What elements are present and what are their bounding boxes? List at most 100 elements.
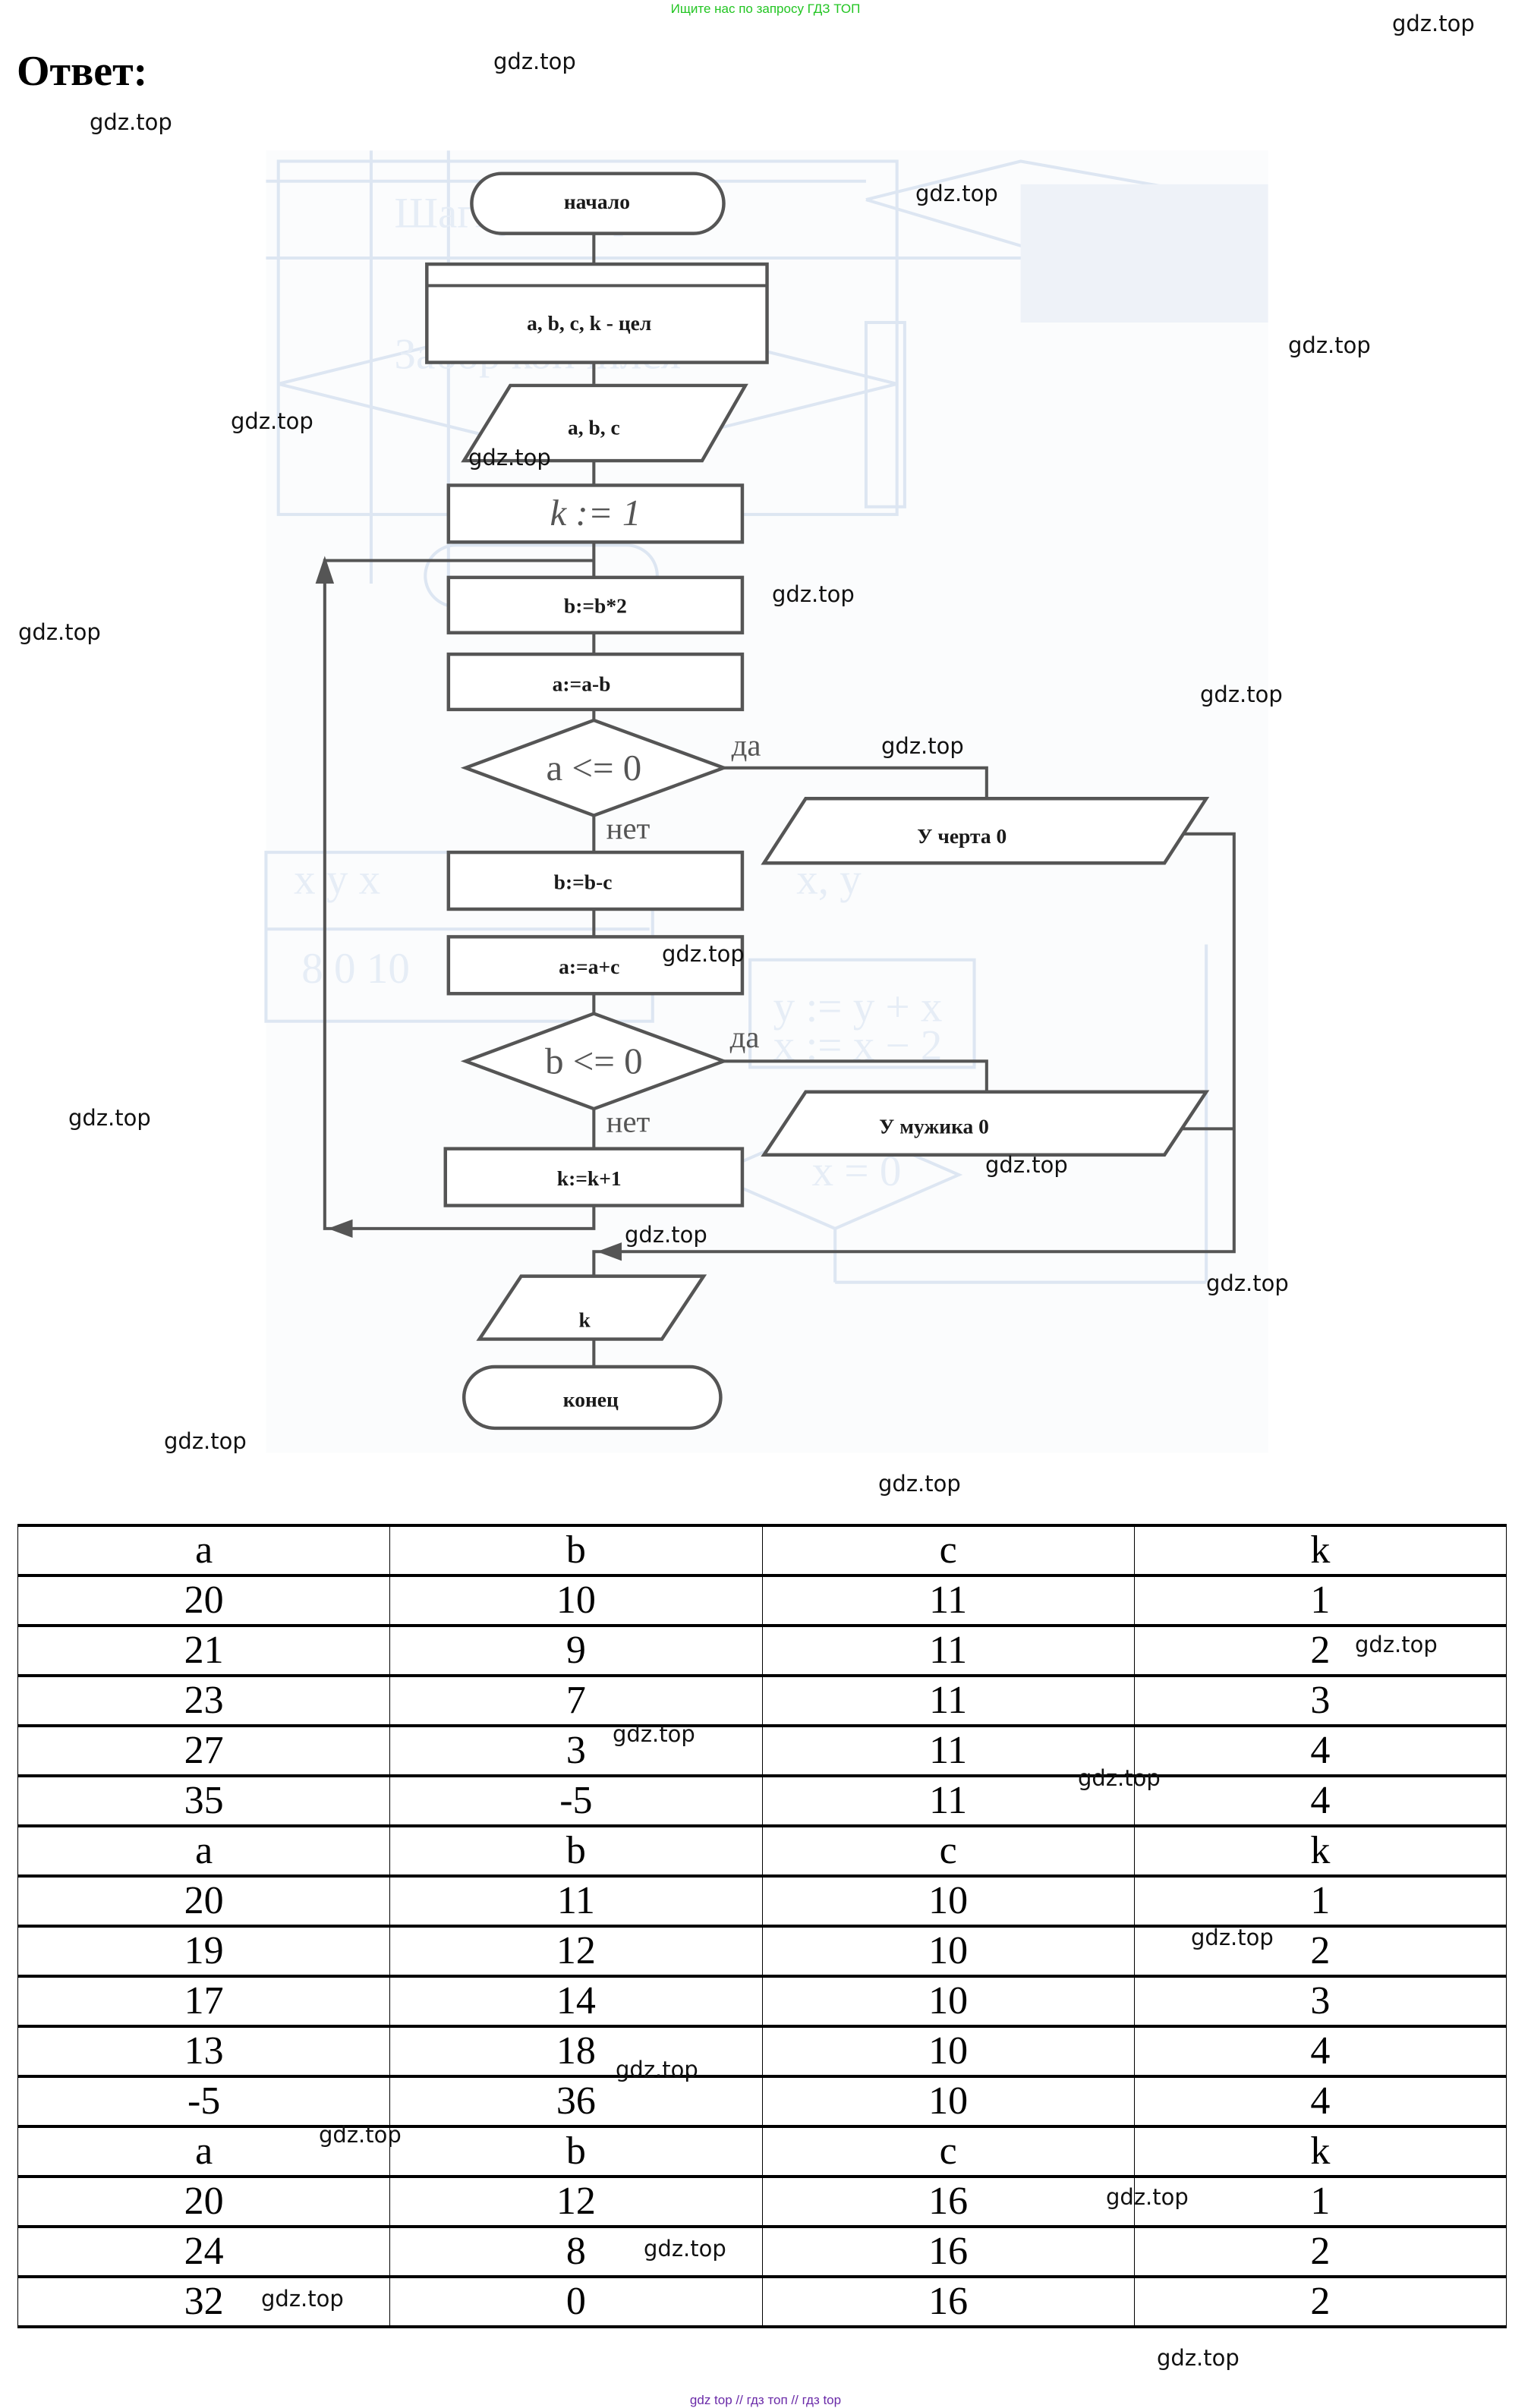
table-cell: 4 xyxy=(1133,1774,1507,1827)
svg-text:y := y + x: y := y + x xyxy=(773,984,943,1031)
watermark-link[interactable]: gdz.top xyxy=(261,2286,344,2312)
watermark-link[interactable]: gdz.top xyxy=(881,733,964,759)
table-cell: 12 xyxy=(389,2175,763,2228)
table-cell: 18 xyxy=(389,2025,763,2078)
footer-links[interactable]: gdz top // гдз топ // гдз top xyxy=(689,2393,842,2407)
watermark-link[interactable]: gdz.top xyxy=(1191,1925,1274,1950)
table-cell: 11 xyxy=(761,1624,1135,1677)
table-cell: 10 xyxy=(761,2025,1135,2078)
start-terminal xyxy=(470,172,726,235)
table-cell: 2 xyxy=(1133,1925,1507,1978)
watermark-link[interactable]: gdz.top xyxy=(1392,11,1475,36)
yes-label-1: да xyxy=(732,729,761,763)
watermark-link[interactable]: gdz.top xyxy=(625,1222,707,1248)
table-cell: k xyxy=(1133,2125,1507,2178)
table-cell: -5 xyxy=(17,2075,391,2128)
watermark-link[interactable]: gdz.top xyxy=(915,181,998,206)
table-cell: 10 xyxy=(761,2075,1135,2128)
table-cell: 24 xyxy=(17,2225,391,2278)
table-cell: 8 xyxy=(389,2225,763,2278)
decision-b-label: b <= 0 xyxy=(545,1041,642,1082)
output-label-2: У мужика 0 xyxy=(879,1115,989,1138)
watermark-link[interactable]: gdz.top xyxy=(985,1152,1068,1178)
table-cell: 23 xyxy=(17,1674,391,1727)
yes-label-2: да xyxy=(730,1020,760,1054)
watermark-link[interactable]: gdz.top xyxy=(319,2122,402,2148)
watermark-link[interactable]: gdz.top xyxy=(878,1471,961,1497)
watermark-link[interactable]: gdz.top xyxy=(18,619,101,645)
table-cell: b xyxy=(389,1824,763,1878)
step-label-4: a:=a+c xyxy=(559,955,619,978)
no-label-2: нет xyxy=(606,1105,651,1139)
decision-a-label: a <= 0 xyxy=(546,748,641,789)
watermark-link[interactable]: gdz.top xyxy=(1288,332,1371,358)
promo-banner[interactable]: Ищите нас по запросу ГДЗ ТОП xyxy=(670,2,861,16)
yes-branch-1 xyxy=(723,766,988,799)
table-cell: 2 xyxy=(1133,2275,1507,2328)
table-cell: -5 xyxy=(389,1774,763,1827)
yes-branch-2 xyxy=(723,1059,988,1092)
watermark-link[interactable]: gdz.top xyxy=(1106,2184,1189,2210)
step-block-3 xyxy=(446,850,745,911)
watermark-link[interactable]: gdz.top xyxy=(164,1428,247,1454)
watermark-link[interactable]: gdz.top xyxy=(616,2057,698,2082)
step-block-1 xyxy=(446,575,745,634)
watermark-link[interactable]: gdz.top xyxy=(662,941,745,967)
table-cell: 10 xyxy=(389,1574,763,1627)
table-cell: 3 xyxy=(1133,1674,1507,1727)
table-cell: 27 xyxy=(17,1724,391,1777)
table-cell: 35 xyxy=(17,1774,391,1827)
step-label-3: b:=b-c xyxy=(554,871,613,894)
table-cell: 19 xyxy=(17,1925,391,1978)
watermark-link[interactable]: gdz.top xyxy=(1157,2345,1240,2371)
table-cell: 2 xyxy=(1133,2225,1507,2278)
end-label: конец xyxy=(563,1389,619,1412)
table-cell: 11 xyxy=(761,1674,1135,1727)
declare-block xyxy=(425,262,769,364)
table-cell: a xyxy=(17,2125,391,2178)
decision-a xyxy=(460,718,729,817)
loop-back-line xyxy=(323,559,596,1230)
table-cell: 20 xyxy=(17,1874,391,1928)
watermark-link[interactable]: gdz.top xyxy=(1078,1765,1161,1791)
step-block-5 xyxy=(443,1147,745,1207)
merge-line xyxy=(592,832,1236,1276)
table-cell: c xyxy=(761,2125,1135,2178)
answer-heading: Ответ: xyxy=(17,48,148,95)
table-cell: 12 xyxy=(389,1925,763,1978)
watermark-link[interactable]: gdz.top xyxy=(644,2236,726,2262)
table-cell: 11 xyxy=(761,1574,1135,1627)
arrow-up-icon xyxy=(315,556,335,584)
watermark-link[interactable]: gdz.top xyxy=(468,445,551,471)
decision-b xyxy=(460,1012,729,1111)
table-cell: 36 xyxy=(389,2075,763,2128)
table-cell: 4 xyxy=(1133,2075,1507,2128)
table-cell: 10 xyxy=(761,1925,1135,1978)
output-block-1 xyxy=(761,797,1210,865)
watermark-link[interactable]: gdz.top xyxy=(1206,1270,1289,1296)
watermark-link[interactable]: gdz.top xyxy=(493,49,576,74)
table-cell: 20 xyxy=(17,1574,391,1627)
svg-text:x y x: x y x xyxy=(294,856,380,904)
watermark-link[interactable]: gdz.top xyxy=(772,581,855,607)
output-block-k xyxy=(476,1274,707,1341)
watermark-link[interactable]: gdz.top xyxy=(231,408,313,434)
watermark-link[interactable]: gdz.top xyxy=(1200,681,1283,707)
table-cell: 4 xyxy=(1133,1724,1507,1777)
watermark-link[interactable]: gdz.top xyxy=(90,109,172,135)
watermark-link[interactable]: gdz.top xyxy=(68,1105,151,1131)
table-cell: 7 xyxy=(389,1674,763,1727)
table-cell: b xyxy=(389,2125,763,2178)
svg-text:8 0 10: 8 0 10 xyxy=(301,945,410,993)
table-cell: k xyxy=(1133,1824,1507,1878)
table-cell: 10 xyxy=(761,1975,1135,2028)
watermark-link[interactable]: gdz.top xyxy=(1355,1632,1438,1657)
watermark-link[interactable]: gdz.top xyxy=(613,1721,695,1747)
